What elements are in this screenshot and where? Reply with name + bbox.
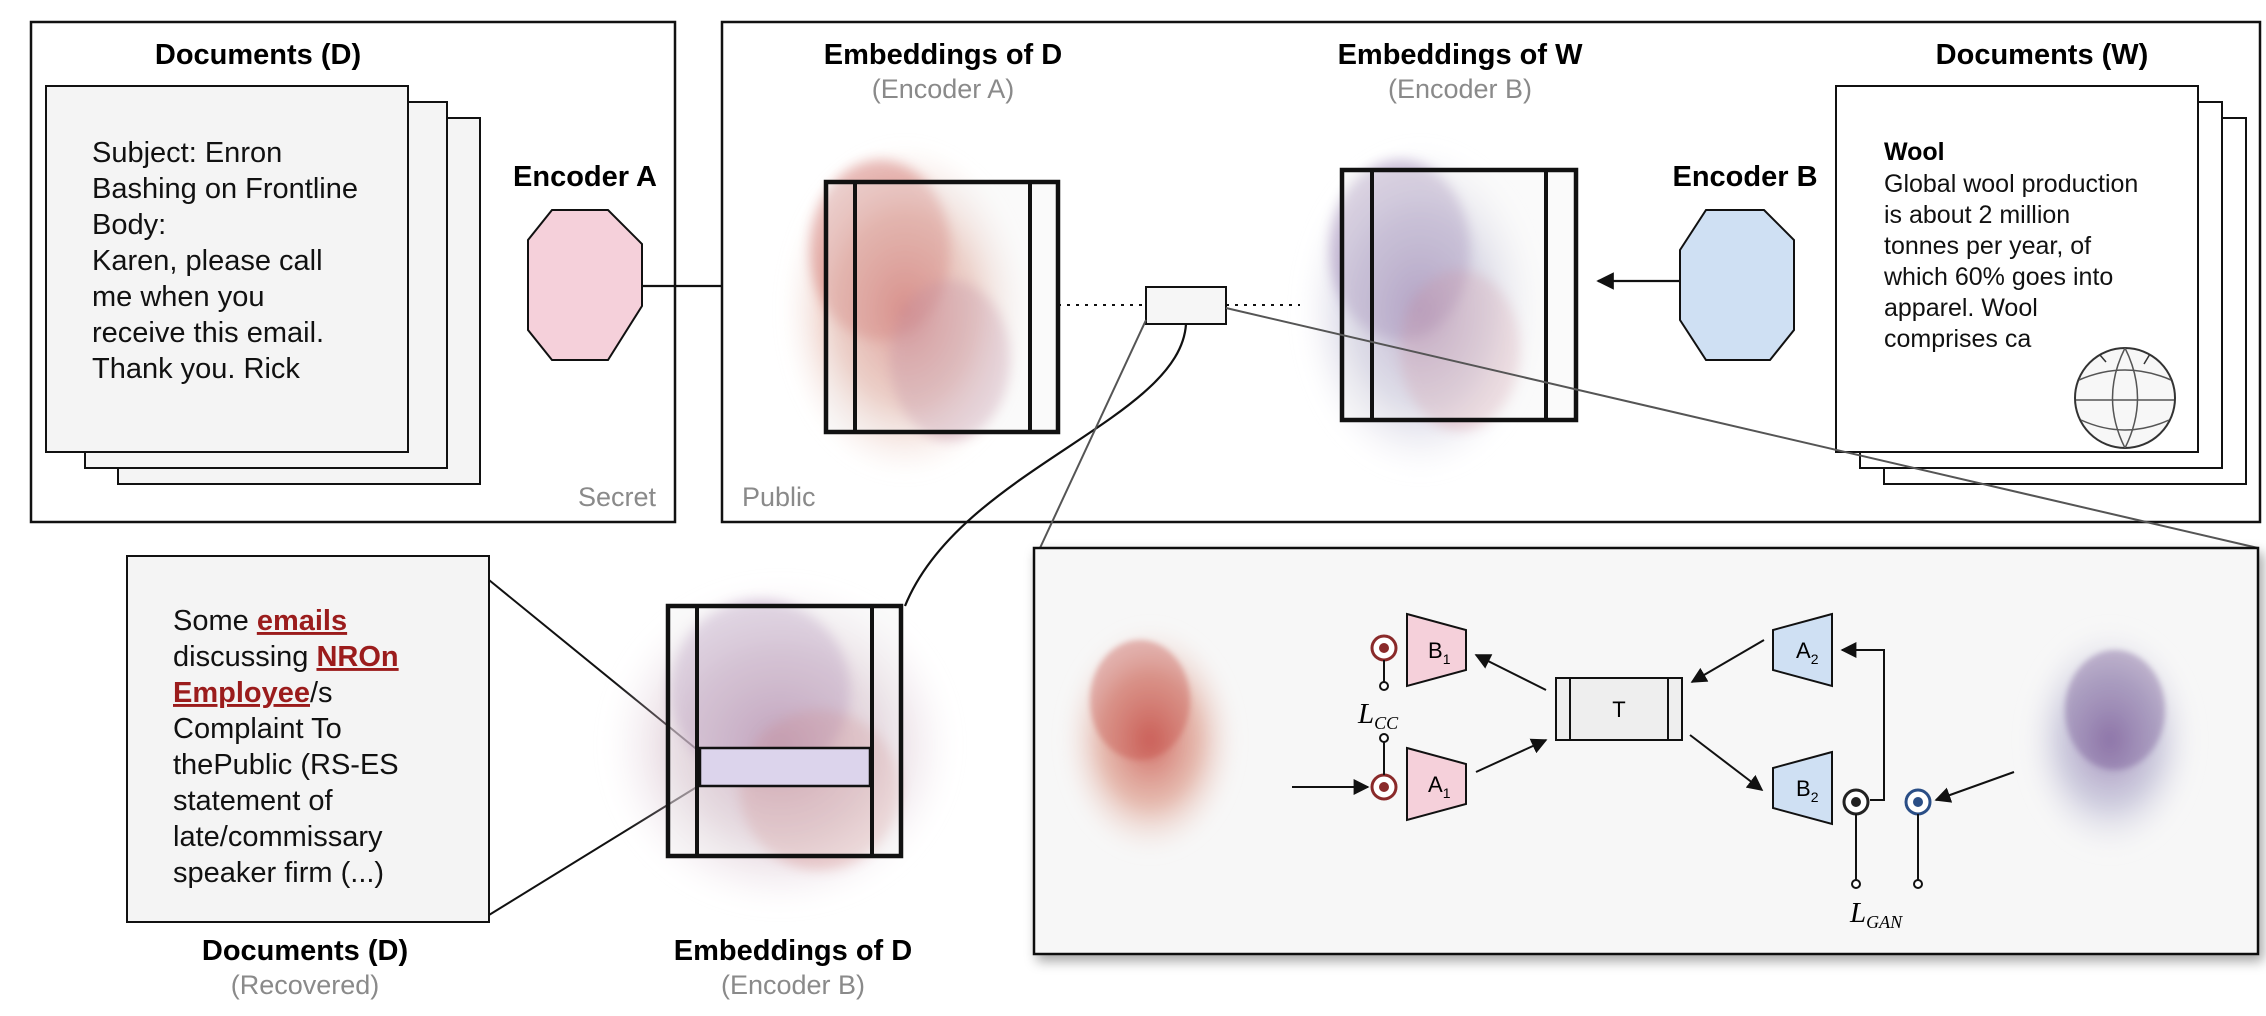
text-line: tonnes per year, of <box>1884 232 2091 260</box>
text-line: Global wool production <box>1884 170 2138 198</box>
documents-d-title: Documents (D) <box>155 39 361 71</box>
text-line: Subject: Enron <box>92 137 282 169</box>
bottom-embeddings-title: Embeddings of D <box>674 935 912 967</box>
b2-label: B2 <box>1796 776 1819 805</box>
embedding-cloud-w-encoder-b <box>1295 140 1579 480</box>
loss-cc-label: LCC <box>1357 698 1399 733</box>
ring-gan-right <box>1904 788 1932 816</box>
documents-w-title: Documents (W) <box>1936 39 2149 71</box>
text-line: me when you <box>92 281 265 313</box>
encoder-b-label: Encoder B <box>1672 161 1817 193</box>
recovered-line: speaker firm (...) <box>173 857 384 889</box>
zoom-selector-box <box>1145 286 1227 325</box>
recovered-word: /s <box>310 677 333 709</box>
wiki-heading: Wool <box>1884 138 1945 166</box>
secret-label: Secret <box>578 482 657 512</box>
embedding-cloud-d-encoder-a <box>780 140 1061 480</box>
encoder-a1 <box>1406 746 1467 822</box>
public-label: Public <box>742 482 816 512</box>
text-line: Karen, please call <box>92 245 323 277</box>
ring-cc-upper <box>1370 634 1398 662</box>
embeddings-w-title: Embeddings of W <box>1338 39 1584 71</box>
highlighted-word: NROn <box>316 641 398 673</box>
text-line: receive this email. <box>92 317 324 349</box>
inset-cloud-red <box>1060 622 1240 858</box>
a2-label: A2 <box>1796 638 1819 667</box>
recovered-line: Some emails <box>173 605 347 637</box>
wikipedia-globe-icon <box>2074 347 2176 449</box>
encoder-a-shape <box>527 209 643 361</box>
recovered-line: Complaint To <box>173 713 342 745</box>
recovered-line: discussing NROn <box>173 641 399 673</box>
embeddings-w-subtitle: (Encoder B) <box>1388 74 1532 104</box>
b1-label: B1 <box>1428 638 1451 667</box>
recovered-line: Employee/s <box>173 677 333 709</box>
public-panel: Embeddings of D (Encoder A) Embeddings o… <box>720 20 2262 524</box>
recovered-line: late/commissary <box>173 821 383 853</box>
recovered-word: Complaint To <box>173 713 342 745</box>
recovered-document-card <box>126 555 490 923</box>
connector-to-recovered-embedding <box>903 323 1188 607</box>
bottom-embeddings-subtitle: (Encoder B) <box>721 970 865 1000</box>
inset-cloud-blue <box>2020 622 2200 858</box>
recovered-word: late/commissary <box>173 821 383 853</box>
decoder-b2 <box>1772 750 1833 826</box>
text-line: Body: <box>92 209 166 241</box>
recovered-word: thePublic (RS-ES <box>173 749 399 781</box>
recovered-word: statement of <box>173 785 334 817</box>
zoom-line-left <box>1039 319 1147 549</box>
embedding-cloud-d-encoder-b: Embeddings of D (Encoder B) <box>600 575 960 1000</box>
text-line: is about 2 million <box>1884 201 2070 229</box>
recovered-word: speaker firm (...) <box>173 857 384 889</box>
recovered-word: discussing <box>173 641 316 673</box>
recovered-docs-subtitle: (Recovered) <box>231 970 380 1000</box>
ring-gan-left <box>1842 788 1870 816</box>
encoder-a2 <box>1772 612 1833 688</box>
wiki-text: Global wool production is about 2 million… <box>1883 170 2138 353</box>
recovered-line: thePublic (RS-ES <box>173 749 399 781</box>
translator-t <box>1555 677 1683 741</box>
text-line: apparel. Wool <box>1884 294 2038 322</box>
embeddings-d-subtitle: (Encoder A) <box>872 74 1015 104</box>
text-line: comprises ca <box>1884 325 2031 353</box>
text-line: Thank you. Rick <box>92 353 300 385</box>
highlighted-word: Employee <box>173 677 310 709</box>
recovered-embedding-bar <box>698 746 872 788</box>
encoder-a-label: Encoder A <box>513 161 657 193</box>
loss-gan-label: LGAN <box>1849 897 1903 932</box>
a1-label: A1 <box>1428 772 1451 801</box>
t-label: T <box>1612 697 1625 722</box>
recovered-line: statement of <box>173 785 334 817</box>
decoder-b1 <box>1406 612 1467 688</box>
recovered-docs-title: Documents (D) <box>202 935 408 967</box>
encoder-b-shape <box>1679 209 1795 361</box>
zoom-line-right <box>1225 307 2259 549</box>
document-card <box>45 85 409 453</box>
embeddings-d-title: Embeddings of D <box>824 39 1062 71</box>
inset-training-panel: B1 A1 T A2 B2 <box>1032 546 2260 956</box>
text-line: Bashing on Frontline <box>92 173 358 205</box>
recovered-word: Some <box>173 605 257 637</box>
text-line: which 60% goes into <box>1883 263 2113 291</box>
ring-cc-lower <box>1370 773 1398 801</box>
highlighted-word: emails <box>257 605 347 637</box>
